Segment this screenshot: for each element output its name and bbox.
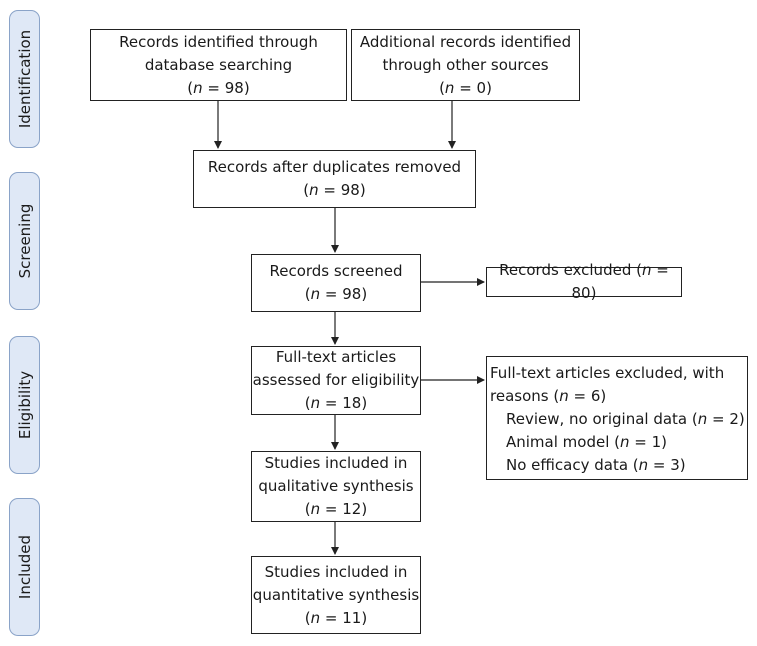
- box-records-screened: Records screened (n = 98): [251, 254, 421, 312]
- stage-eligibility: Eligibility: [9, 336, 40, 474]
- box-fulltext-assessed-count: (n = 18): [304, 394, 368, 412]
- box-records-excluded-text: Records excluded (n = 80): [499, 261, 669, 302]
- box-qualitative-synthesis-count: (n = 12): [304, 500, 368, 518]
- box-fulltext-excluded-line1: Full-text articles excluded, with: [490, 364, 725, 382]
- exclusion-reason-item: Review, no original data (n = 2): [506, 410, 745, 428]
- box-fulltext-assessed: Full-text articles assessed for eligibil…: [251, 346, 421, 415]
- box-duplicates-removed: Records after duplicates removed (n = 98…: [193, 150, 476, 208]
- stage-identification: Identification: [9, 10, 40, 148]
- box-database-searching-line1: Records identified through: [119, 32, 318, 51]
- box-duplicates-removed-count: (n = 98): [303, 181, 366, 199]
- box-other-sources: Additional records identified through ot…: [351, 29, 580, 101]
- exclusion-reason-item: No efficacy data (n = 3): [506, 456, 686, 474]
- stage-eligibility-label: Eligibility: [15, 370, 34, 440]
- box-records-screened-line1: Records screened: [269, 262, 403, 280]
- box-records-excluded: Records excluded (n = 80): [486, 261, 682, 302]
- box-other-sources-count: (n = 0): [439, 78, 492, 97]
- box-other-sources-line2: through other sources: [382, 55, 549, 74]
- stage-included: Included: [9, 498, 40, 636]
- box-database-searching-line2: database searching: [144, 55, 293, 74]
- box-other-sources-line1: Additional records identified: [359, 32, 572, 51]
- box-quantitative-synthesis-line2: quantitative synthesis: [252, 585, 420, 604]
- box-fulltext-excluded: Full-text articles excluded, with reason…: [486, 356, 748, 480]
- exclusion-reason-item: Animal model (n = 1): [506, 433, 668, 451]
- box-quantitative-synthesis: Studies included in quantitative synthes…: [251, 556, 421, 634]
- box-qualitative-synthesis-line2: qualitative synthesis: [258, 477, 414, 495]
- box-qualitative-synthesis: Studies included in qualitative synthesi…: [251, 451, 421, 522]
- stage-included-label: Included: [15, 534, 34, 600]
- box-quantitative-synthesis-count: (n = 11): [304, 608, 368, 627]
- box-qualitative-synthesis-line1: Studies included in: [264, 454, 408, 472]
- box-quantitative-synthesis-line1: Studies included in: [264, 562, 408, 581]
- box-fulltext-excluded-line2: reasons (n = 6): [490, 387, 607, 405]
- stage-screening-label: Screening: [15, 203, 34, 279]
- stage-screening: Screening: [9, 172, 40, 310]
- box-database-searching: Records identified through database sear…: [90, 29, 347, 101]
- stage-identification-label: Identification: [15, 29, 34, 129]
- box-database-searching-count: (n = 98): [187, 78, 250, 97]
- box-fulltext-assessed-line2: assessed for eligibility: [252, 371, 420, 389]
- box-records-screened-count: (n = 98): [304, 285, 368, 303]
- box-duplicates-removed-line1: Records after duplicates removed: [207, 158, 462, 176]
- box-fulltext-assessed-line1: Full-text articles: [275, 348, 397, 366]
